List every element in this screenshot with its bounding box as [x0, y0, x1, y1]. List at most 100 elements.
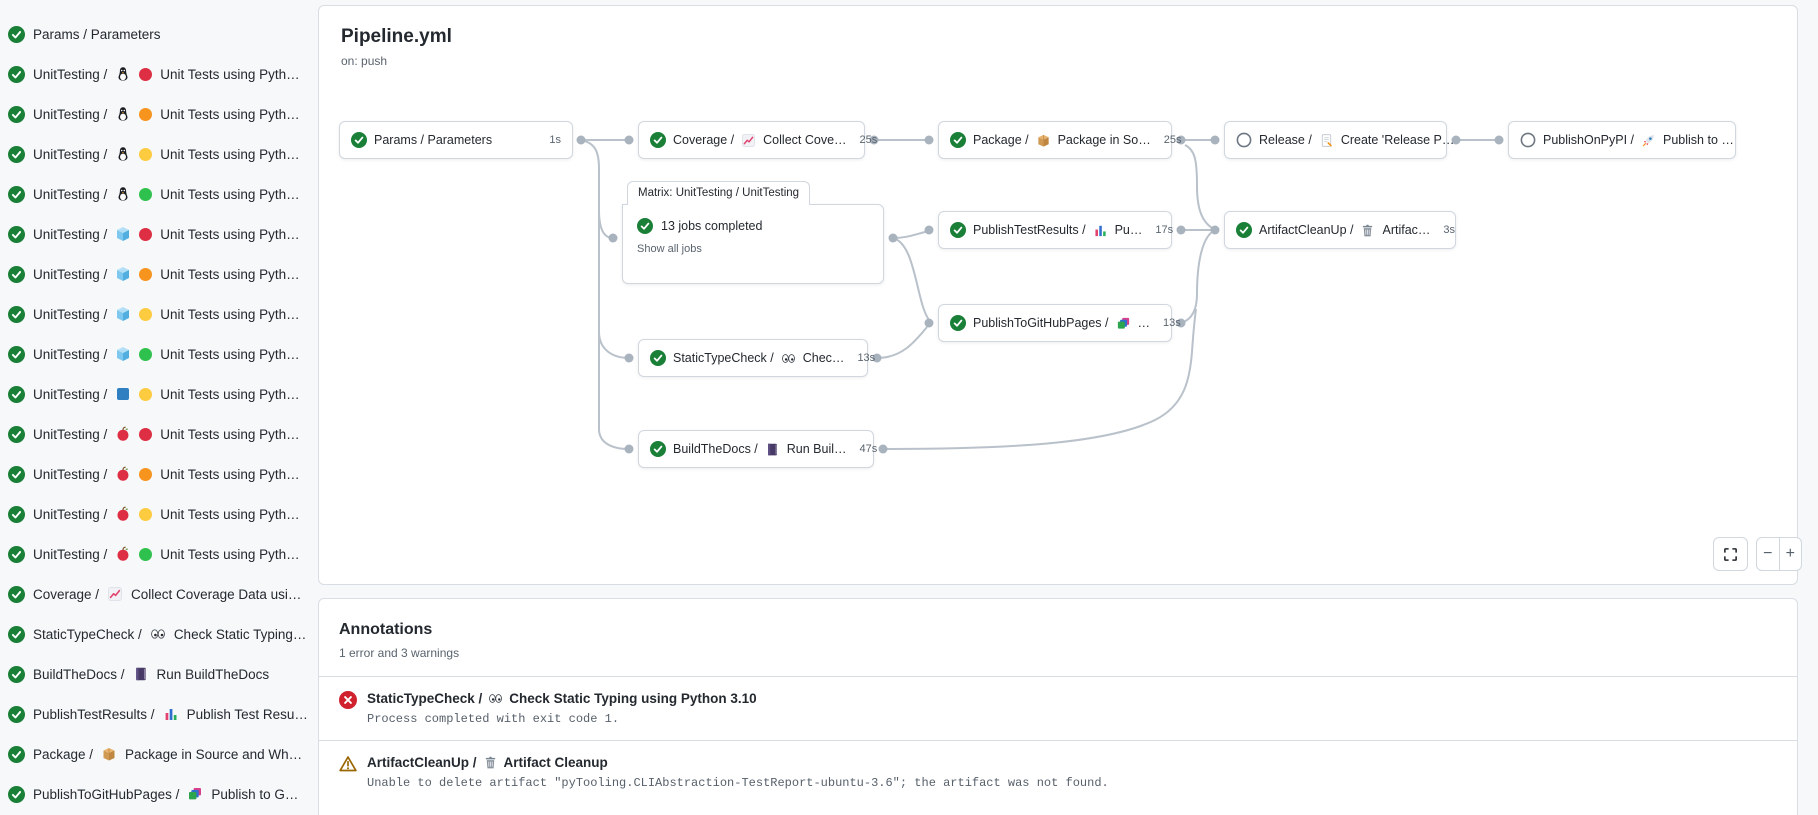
node-job-name: Package /: [973, 133, 1029, 147]
eyes-icon: [781, 351, 796, 366]
graph-edges: [576, 135, 1504, 454]
workflow-file-title: Pipeline.yml: [341, 26, 452, 47]
sidebar-job-item[interactable]: UnitTesting /Unit Tests using Pyth…: [0, 454, 312, 494]
check-icon: [8, 66, 25, 83]
layers-icon: [187, 786, 203, 802]
sidebar-job-item[interactable]: UnitTesting /Unit Tests using Pyth…: [0, 214, 312, 254]
job-step-label: Unit Tests using Pyth…: [160, 266, 300, 282]
sidebar-job-item[interactable]: UnitTesting /Unit Tests using Pyth…: [0, 374, 312, 414]
sidebar-job-item[interactable]: UnitTesting / Unit Tests using Pyth…: [0, 94, 312, 134]
sidebar-job-item[interactable]: UnitTesting /Unit Tests using Pyth…: [0, 294, 312, 334]
check-icon: [8, 186, 25, 203]
penguin-icon: [115, 146, 131, 162]
job-step-label: Collect Coverage Data usi…: [131, 586, 302, 602]
check-icon: [8, 666, 25, 683]
check-icon: [650, 441, 666, 457]
check-icon: [8, 626, 25, 643]
annotation-job-name: StaticTypeCheck /: [367, 691, 483, 706]
job-name: UnitTesting /: [33, 266, 108, 282]
sidebar-job-item[interactable]: UnitTesting /Unit Tests using Pyth…: [0, 534, 312, 574]
sidebar-job-item[interactable]: Coverage / Collect Coverage Data usi…: [0, 574, 312, 614]
node-duration: 13s: [857, 352, 876, 364]
graph-node-release[interactable]: Release / Create 'Release P…: [1224, 121, 1454, 159]
fullscreen-button[interactable]: [1713, 537, 1748, 571]
node-duration: 25s: [1163, 134, 1182, 146]
node-step-label: Chec…: [802, 351, 845, 365]
job-name: UnitTesting /: [33, 506, 108, 522]
sidebar-job-item[interactable]: UnitTesting /Unit Tests using Pyth…: [0, 174, 312, 214]
sidebar-job-item[interactable]: UnitTesting /Unit Tests using Pyth…: [0, 134, 312, 174]
job-step-label: Unit Tests using Pyth…: [160, 66, 300, 82]
job-name: Package /: [33, 746, 94, 762]
show-all-jobs-link[interactable]: Show all jobs: [637, 243, 702, 255]
graph-node-statictypecheck[interactable]: StaticTypeCheck / Chec… 13s: [638, 339, 875, 377]
node-duration: 25s: [859, 134, 878, 146]
green-circle-icon: [139, 347, 153, 361]
node-step-label: Run Buil…: [786, 442, 847, 456]
annotation-step-name: Artifact Cleanup: [503, 755, 608, 770]
job-step-label: Run BuildTheDocs: [156, 666, 270, 682]
check-icon: [8, 746, 25, 763]
job-name: Coverage /: [33, 586, 100, 602]
node-job-name: StaticTypeCheck /: [673, 351, 774, 365]
sidebar-job-item[interactable]: UnitTesting /Unit Tests using Pyth…: [0, 494, 312, 534]
annotations-summary: 1 error and 3 warnings: [339, 646, 460, 660]
graph-node-buildthedocs[interactable]: BuildTheDocs /Run Buil…47s: [638, 430, 877, 468]
sidebar-job-item[interactable]: UnitTesting / Unit Tests using Pyth…: [0, 254, 312, 294]
annotation-message: Unable to delete artifact "pyTooling.CLI…: [367, 776, 1109, 790]
graph-node-publishonpypi[interactable]: PublishOnPyPI /Publish to …: [1508, 121, 1736, 159]
green-circle-icon: [139, 547, 153, 561]
orange-circle-icon: [139, 267, 153, 281]
annotation-title[interactable]: ArtifactCleanUp /Artifact Cleanup: [367, 755, 1109, 770]
graph-node-publishtoghpages[interactable]: PublishToGitHubPages /…13s: [938, 304, 1181, 342]
job-name: UnitTesting /: [33, 346, 108, 362]
sidebar-job-item[interactable]: UnitTesting /Unit Tests using Pyth…: [0, 414, 312, 454]
sidebar-job-item[interactable]: PublishTestResults /Publish Test Resu…: [0, 694, 312, 734]
job-name: UnitTesting /: [33, 386, 108, 402]
check-icon: [950, 315, 966, 331]
zoom-controls: − +: [1756, 537, 1802, 571]
penguin-icon: [115, 106, 131, 122]
penguin-icon: [115, 66, 131, 82]
node-step-label: Create 'Release P…: [1340, 133, 1455, 147]
sidebar-job-item[interactable]: PublishToGitHubPages /Publish to G…: [0, 774, 312, 814]
node-job-name: Release /: [1259, 133, 1312, 147]
node-job-name: BuildTheDocs /: [673, 442, 758, 456]
matrix-group-box[interactable]: 13 jobs completed Show all jobs: [622, 204, 884, 284]
graph-node-coverage[interactable]: Coverage / Collect Cove… 25s: [638, 121, 877, 159]
node-job-name: Coverage /: [673, 133, 735, 147]
zoom-in-button[interactable]: +: [1778, 538, 1802, 570]
sidebar-job-item[interactable]: BuildTheDocs /Run BuildTheDocs: [0, 654, 312, 694]
check-icon: [950, 132, 966, 148]
job-name: UnitTesting /: [33, 106, 108, 122]
job-name: UnitTesting /: [33, 226, 108, 242]
node-step-label: Publish to …: [1663, 133, 1734, 147]
yellow-circle-icon: [139, 507, 153, 521]
sidebar-job-item[interactable]: StaticTypeCheck /Check Static Typing…: [0, 614, 312, 654]
layers-icon: [1116, 316, 1131, 331]
job-step-label: Unit Tests using Pyth…: [160, 106, 300, 122]
check-icon: [8, 346, 25, 363]
job-name: UnitTesting /: [33, 146, 108, 162]
graph-node-package[interactable]: Package /Package in So…25s: [938, 121, 1181, 159]
zoom-out-button[interactable]: −: [1763, 545, 1773, 562]
annotation-row: StaticTypeCheck /Check Static Typing usi…: [319, 676, 1797, 740]
node-step-label: Collect Cove…: [763, 133, 847, 147]
orange-circle-icon: [139, 107, 153, 121]
sidebar-job-item[interactable]: Package /Package in Source and Wh…: [0, 734, 312, 774]
sidebar-job-item[interactable]: Params / Parameters: [0, 14, 312, 54]
graph-node-artifactcleanup[interactable]: ArtifactCleanUp /Artifac…3s: [1224, 211, 1456, 249]
sidebar-job-item[interactable]: UnitTesting /Unit Tests using Pyth…: [0, 334, 312, 374]
eyes-icon: [150, 626, 166, 642]
annotation-title[interactable]: StaticTypeCheck /Check Static Typing usi…: [367, 691, 757, 706]
sidebar-job-item[interactable]: UnitTesting /Unit Tests using Pyth…: [0, 54, 312, 94]
trash-icon: [483, 755, 498, 770]
graph-node-publishtestresults[interactable]: PublishTestResults /Pu…17s: [938, 211, 1173, 249]
package-icon: [101, 746, 117, 762]
job-name: UnitTesting /: [33, 186, 108, 202]
node-job-name: Params / Parameters: [374, 133, 493, 147]
check-icon: [950, 222, 966, 238]
